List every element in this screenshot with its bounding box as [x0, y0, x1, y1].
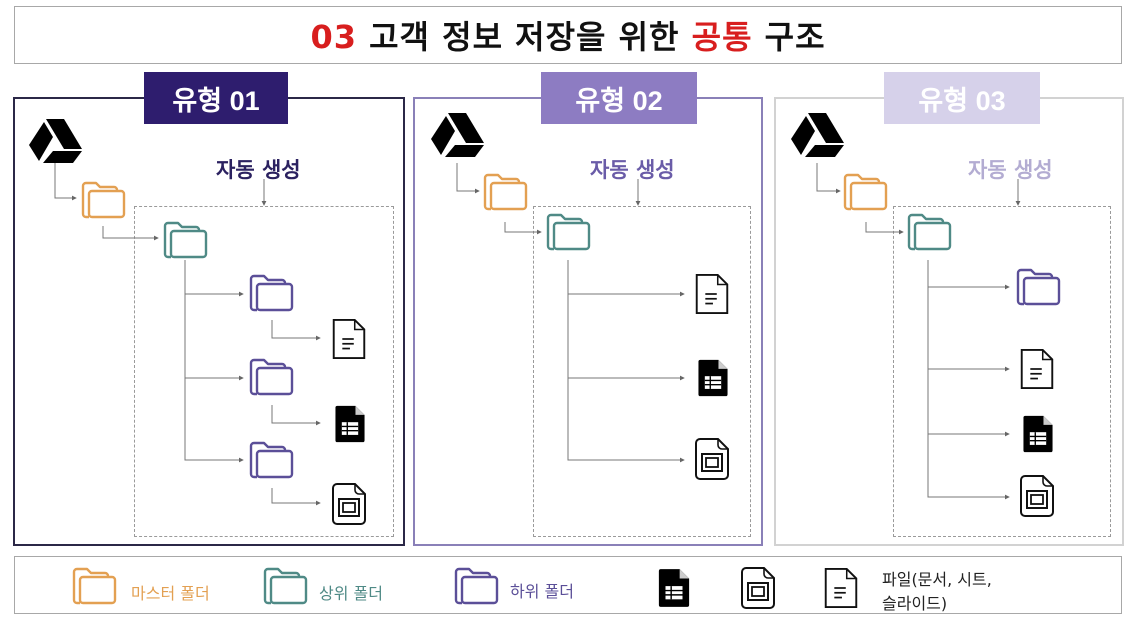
- title-part1: 고객 정보 저장을 위한: [356, 18, 692, 56]
- page-title: 03 고객 정보 저장을 위한 공통 구조: [310, 12, 825, 58]
- connectors: [54, 160, 321, 506]
- legend: [14, 556, 1122, 614]
- title-part2: 구조: [752, 18, 826, 56]
- child-folder-icon: [1013, 267, 1063, 307]
- connectors: [816, 163, 1021, 500]
- type-03-badge: 유형 03: [884, 72, 1040, 124]
- legend-files-label-2: 슬라이드): [882, 594, 948, 613]
- auto-create-label: 자동 생성: [216, 158, 301, 182]
- parent-folder-icon: [904, 212, 954, 252]
- auto-create-area: [134, 206, 394, 537]
- title-box: 03 고객 정보 저장을 위한 공통 구조: [14, 6, 1122, 64]
- legend-doc-icon: [823, 567, 859, 609]
- panel-type-03: [774, 97, 1124, 546]
- auto-create-label: 자동 생성: [968, 158, 1053, 182]
- legend-child-folder-icon: [452, 566, 500, 606]
- legend-slide-icon: [740, 566, 776, 610]
- master-folder-icon: [840, 172, 890, 212]
- type-01-badge: 유형 01: [144, 72, 288, 124]
- auto-create-area: [893, 206, 1111, 537]
- title-number: 03: [310, 18, 357, 56]
- legend-parent-label: 상위 폴더: [319, 584, 383, 603]
- auto-create-area: [533, 206, 751, 537]
- legend-files-label-1: 파일(문서, 시트,: [882, 570, 992, 589]
- legend-parent-folder-icon: [261, 566, 309, 606]
- connectors: [456, 163, 685, 463]
- title-highlight: 공통: [691, 18, 753, 56]
- type-02-badge: 유형 02: [541, 72, 697, 124]
- legend-master-label: 마스터 폴더: [131, 584, 210, 603]
- slide-file-icon: [1019, 474, 1055, 518]
- drive-icon: [790, 111, 844, 159]
- doc-file-icon: [1019, 348, 1055, 390]
- legend-master-folder-icon: [70, 566, 118, 606]
- auto-create-label: 자동 생성: [590, 158, 675, 182]
- sheet-file-icon: [1021, 414, 1055, 454]
- legend-child-label: 하위 폴더: [510, 582, 574, 601]
- legend-sheet-icon: [657, 567, 691, 609]
